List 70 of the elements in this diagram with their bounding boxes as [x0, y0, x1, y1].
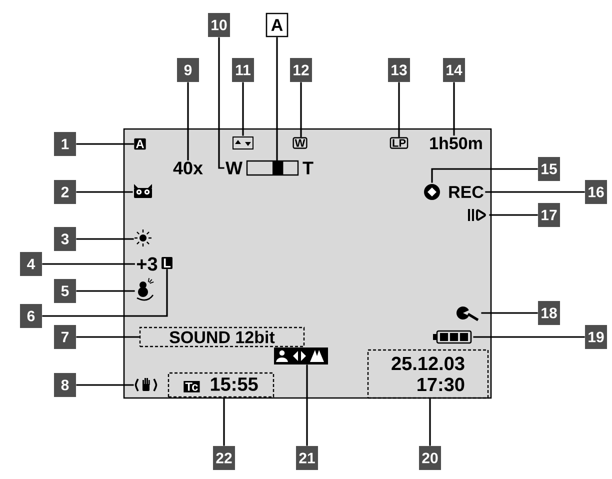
callout-number: 7	[54, 325, 76, 349]
framed-letters: LP	[390, 137, 408, 149]
owl-icon	[134, 184, 152, 198]
leader-line	[187, 82, 189, 160]
callout-number: 18	[538, 301, 560, 325]
date-time-box: 25.12.03 17:30	[367, 349, 489, 399]
callout-letter: A	[266, 12, 288, 38]
leader-line	[398, 82, 400, 138]
callout-number: 15	[538, 157, 560, 181]
leader-line	[473, 336, 585, 338]
leader-line	[276, 37, 278, 161]
hand-icon	[134, 378, 158, 392]
sun-icon	[134, 230, 152, 246]
callout-number: 21	[296, 446, 318, 470]
leader-line	[429, 398, 431, 446]
callout-number: 3	[54, 227, 76, 251]
leader-line	[42, 263, 135, 265]
leader-line	[76, 384, 134, 386]
battery-icon	[433, 330, 472, 344]
leader-line	[76, 238, 134, 240]
person-mountain-icon	[274, 348, 328, 364]
indicator-text: W	[226, 162, 242, 174]
leader-line	[218, 37, 224, 169]
leader-line	[306, 364, 308, 446]
callout-number: 2	[54, 180, 76, 204]
callout-number: 22	[213, 446, 235, 470]
callout-number: 11	[232, 58, 254, 82]
snowman-icon	[136, 278, 154, 301]
leader-line	[76, 290, 135, 292]
leader-line	[489, 214, 538, 216]
leader-line	[481, 312, 538, 314]
indicator-text: T	[302, 162, 314, 174]
callout-number: 13	[388, 58, 410, 82]
letter-badge: L	[162, 257, 172, 269]
leader-line	[242, 82, 244, 136]
leader-line	[76, 191, 133, 193]
leader-line	[485, 191, 585, 193]
microphone-icon	[456, 306, 479, 322]
callout-number: 19	[585, 325, 607, 349]
leader-line	[42, 269, 168, 317]
leader-line	[76, 143, 134, 145]
arrows-icon	[232, 136, 254, 150]
callout-number: 16	[585, 180, 607, 204]
pause-play-icon	[468, 209, 486, 221]
indicator-text: REC	[449, 186, 484, 198]
indicator-text: 1h50m	[430, 136, 482, 150]
letter-badge: A	[134, 138, 146, 150]
leader-line	[453, 82, 455, 136]
zoom-bar	[246, 160, 299, 176]
callout-number: 14	[443, 58, 465, 82]
callout-number: 1	[54, 132, 76, 156]
dotted-display-box: SOUND 12bit	[139, 326, 305, 348]
leader-line	[431, 168, 538, 183]
framed-letters: W	[292, 137, 308, 149]
callout-number: 8	[54, 373, 76, 397]
callout-number: 20	[419, 446, 441, 470]
callout-number: 6	[20, 304, 42, 328]
timecode-box: Tc 15:55	[168, 372, 274, 398]
leader-line	[76, 336, 140, 338]
callout-number: 12	[290, 58, 312, 82]
callout-number: 5	[54, 279, 76, 303]
callout-number: 10	[208, 13, 230, 37]
leader-line	[223, 398, 225, 446]
callout-number: 9	[177, 58, 199, 82]
record-icon	[424, 184, 440, 200]
indicator-text: +3	[136, 257, 158, 271]
indicator-text: 40x	[173, 162, 203, 174]
callout-number: 17	[538, 203, 560, 227]
leader-line	[300, 82, 302, 138]
callout-number: 4	[20, 252, 42, 276]
